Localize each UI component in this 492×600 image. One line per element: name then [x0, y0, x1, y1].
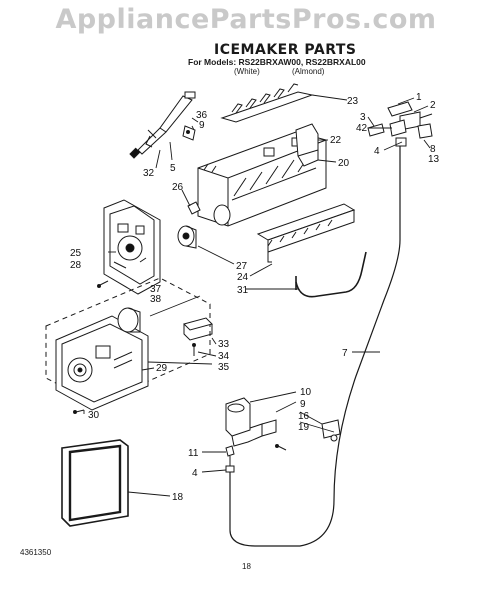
callout-1: 1: [416, 92, 422, 103]
page-number: 18: [242, 562, 251, 571]
part-fill-tube-7: [229, 142, 401, 547]
color-almond-label: (Almond): [292, 67, 325, 76]
part-clip-42: [389, 119, 407, 137]
callout-24: 24: [237, 272, 249, 283]
models-line: For Models: RS22BRXAW00, RS22BRXAL00: [188, 57, 366, 67]
callout-33: 33: [218, 339, 230, 350]
callout-35: 35: [218, 362, 230, 373]
part-clip-3: [367, 123, 385, 137]
callout-9b: 9: [300, 399, 306, 410]
callout-30: 30: [88, 410, 100, 421]
callout-38: 38: [150, 294, 162, 305]
part-cam-26: [187, 201, 201, 215]
callout-31: 31: [237, 285, 249, 296]
part-ejector-rack: [220, 83, 341, 123]
callout-4b: 4: [192, 468, 198, 479]
callout-11: 11: [188, 448, 199, 459]
callout-28: 28: [70, 260, 82, 271]
callout-16: 16: [298, 411, 310, 422]
callout-9a: 9: [199, 120, 205, 131]
part-fastener-36: [182, 125, 196, 141]
part-screw-34: [192, 343, 196, 356]
callout-22: 22: [330, 135, 342, 146]
callout-10: 10: [300, 387, 312, 398]
callout-25: 25: [70, 248, 82, 259]
part-water-valve-10: [225, 397, 277, 447]
callout-26: 26: [172, 182, 184, 193]
part-motor-37-38: [117, 307, 141, 333]
callout-19: 19: [298, 422, 310, 433]
callout-8: 8: [430, 144, 436, 155]
callout-5: 5: [170, 163, 176, 174]
callout-13: 13: [428, 154, 440, 165]
part-control-housing: [103, 199, 161, 295]
part-screw-28: [97, 280, 109, 288]
callout-27: 27: [236, 261, 248, 272]
color-white-label: (White): [234, 67, 260, 76]
part-screw-19: [275, 444, 287, 451]
part-screw-30: [73, 409, 85, 414]
part-nut-4b: [225, 456, 235, 473]
part-bracket-16: [321, 419, 341, 442]
callout-3: 3: [360, 112, 366, 123]
part-fitting-8-13: [417, 123, 433, 139]
callout-18: 18: [172, 492, 184, 503]
leader-lines: [83, 97, 431, 497]
callout-23: 23: [347, 96, 359, 107]
callout-36: 36: [196, 110, 208, 121]
diagram-title: ICEMAKER PARTS: [214, 42, 357, 58]
callout-2: 2: [430, 100, 436, 111]
part-motor-29: [55, 315, 149, 411]
part-shutoff-arm-31: [295, 251, 367, 298]
part-fill-cup-1: [387, 101, 413, 117]
part-motor-assembly-outline: [45, 260, 211, 405]
part-gear-27: [177, 225, 197, 249]
callout-7: 7: [342, 348, 348, 359]
callout-4a: 4: [374, 146, 380, 157]
callout-32: 32: [143, 168, 155, 179]
part-heater-harness: [129, 91, 196, 159]
callout-20: 20: [338, 158, 350, 169]
part-stripper-24: [256, 203, 356, 263]
document-number: 4361350: [20, 548, 52, 557]
callout-34: 34: [218, 351, 230, 362]
part-thermostat-33: [183, 317, 213, 341]
callout-37: 37: [150, 284, 162, 295]
part-fitting-11: [225, 445, 235, 457]
callout-labels: 23 1 2 36 9 3 42 22 8 13 4 20 32 5 26 25…: [70, 92, 440, 503]
callout-29: 29: [156, 363, 168, 374]
watermark: AppliancePartsPros.com: [55, 4, 437, 35]
callout-42: 42: [356, 123, 368, 134]
part-ice-bin-18: [61, 439, 129, 527]
